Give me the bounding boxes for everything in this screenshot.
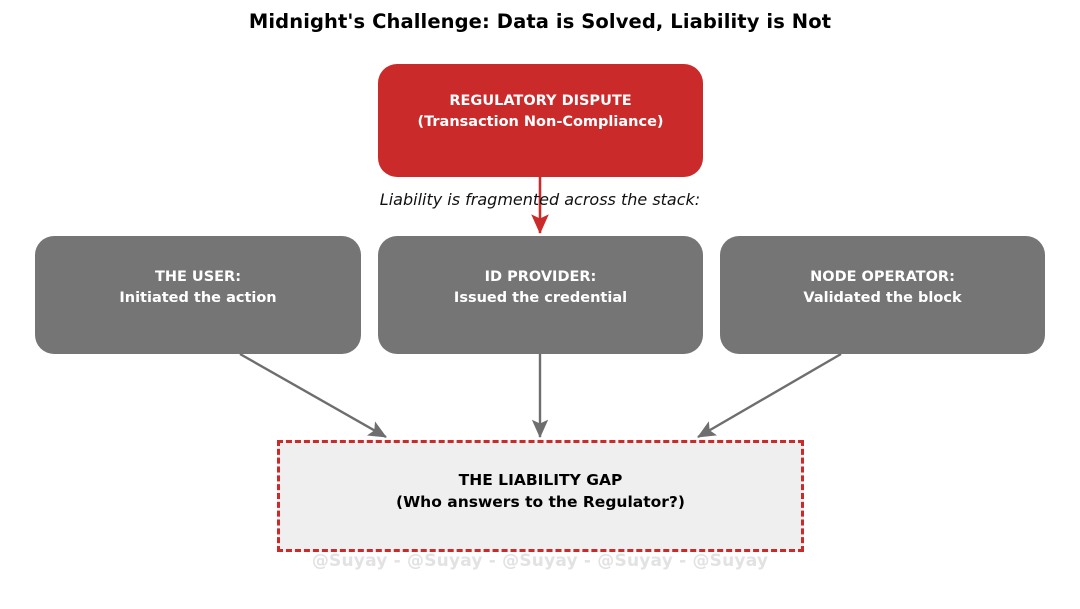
node-the-user-line2: Initiated the action	[119, 290, 277, 306]
node-node-operator-line1: NODE OPERATOR:	[810, 269, 955, 286]
node-regulatory-dispute[interactable]: REGULATORY DISPUTE (Transaction Non-Comp…	[378, 64, 703, 177]
node-node-operator[interactable]: NODE OPERATOR: Validated the block	[720, 236, 1045, 354]
node-liability-gap-line2: (Who answers to the Regulator?)	[395, 493, 685, 511]
node-node-operator-line2: Validated the block	[803, 290, 962, 306]
node-liability-gap[interactable]: THE LIABILITY GAP (Who answers to the Re…	[277, 440, 804, 552]
page-title: Midnight's Challenge: Data is Solved, Li…	[248, 10, 832, 33]
watermark: @Suyay - @Suyay - @Suyay - @Suyay - @Suy…	[311, 551, 769, 571]
stack-fragmentation-caption: Liability is fragmented across the stack…	[379, 190, 701, 209]
connector-node-operator-to-gap	[697, 352, 842, 439]
node-the-user-line1: THE USER:	[154, 269, 242, 286]
node-id-provider[interactable]: ID PROVIDER: Issued the credential	[378, 236, 703, 354]
connector-user-to-gap	[239, 352, 387, 439]
node-liability-gap-line1: THE LIABILITY GAP	[458, 471, 623, 489]
node-regulatory-dispute-line2: (Transaction Non-Compliance)	[417, 113, 664, 130]
node-the-user[interactable]: THE USER: Initiated the action	[35, 236, 361, 354]
node-regulatory-dispute-line1: REGULATORY DISPUTE	[449, 92, 632, 109]
node-id-provider-line1: ID PROVIDER:	[484, 269, 597, 286]
node-id-provider-line2: Issued the credential	[453, 290, 628, 306]
